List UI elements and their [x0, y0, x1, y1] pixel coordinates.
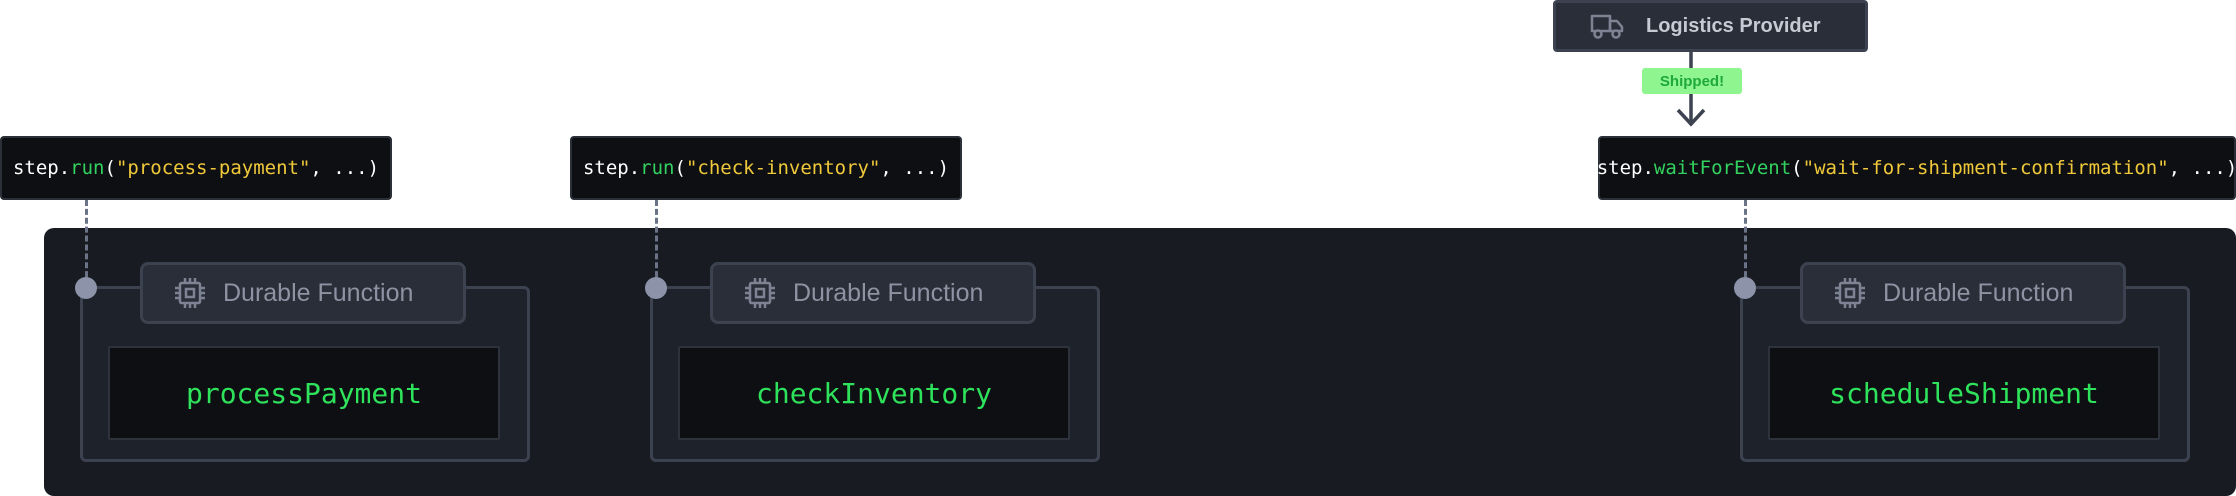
function-name-box: scheduleShipment [1768, 346, 2160, 440]
connector-dash [1744, 200, 1747, 286]
step-wait-for-event-shipment: step.waitForEvent("wait-for-shipment-con… [1597, 136, 2236, 200]
chip-icon [173, 276, 207, 310]
function-name: scheduleShipment [1829, 376, 2099, 410]
function-name: processPayment [185, 376, 422, 410]
connector-line [656, 286, 716, 289]
connector-dot [75, 277, 97, 299]
durable-function-label: Durable Function [1883, 278, 2074, 307]
logistics-provider-label: Logistics Provider [1646, 14, 1821, 37]
logistics-provider-box: Logistics Provider [1553, 0, 1868, 52]
durable-function-header: Durable Function [710, 262, 1036, 324]
connector-dash [655, 200, 658, 286]
step-run-check-inventory: step.run("check-inventory", ...) [570, 136, 962, 200]
durable-function-label: Durable Function [223, 278, 414, 307]
truck-icon [1590, 13, 1624, 39]
shipped-event-badge: Shipped! [1642, 68, 1742, 94]
durable-function-header: Durable Function [1800, 262, 2126, 324]
connector-line [1746, 286, 1806, 289]
connector-line [86, 286, 146, 289]
connector-dash [85, 200, 88, 286]
durable-function-label: Durable Function [793, 278, 984, 307]
function-name: checkInventory [755, 376, 992, 410]
function-name-box: processPayment [108, 346, 500, 440]
chip-icon [1833, 276, 1867, 310]
chip-icon [743, 276, 777, 310]
durable-function-header: Durable Function [140, 262, 466, 324]
step-run-process-payment: step.run("process-payment", ...) [0, 136, 392, 200]
function-name-box: checkInventory [678, 346, 1070, 440]
connector-dot [1734, 277, 1756, 299]
connector-dot [645, 277, 667, 299]
